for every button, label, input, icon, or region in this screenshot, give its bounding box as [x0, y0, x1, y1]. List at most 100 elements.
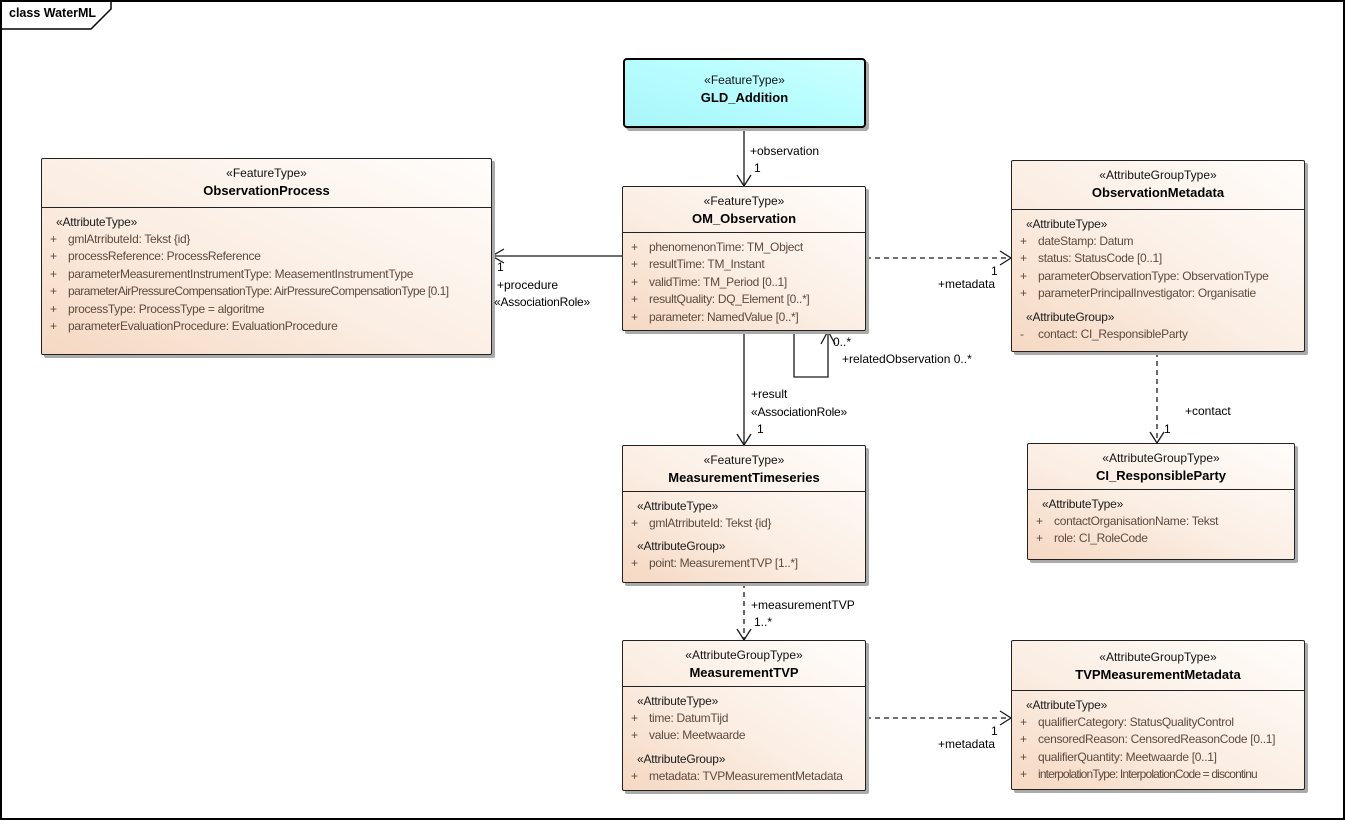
attribute-text: validTime: TM_Period [0..1] — [649, 274, 787, 289]
visibility: + — [631, 728, 638, 743]
connector-label-observation-role: +observation — [750, 144, 820, 158]
class-stereotype: «FeatureType» — [226, 166, 307, 180]
class-stereotype: «FeatureType» — [703, 453, 785, 467]
connector-label-procedure-mult: 1 — [497, 260, 504, 274]
visibility: + — [50, 232, 57, 246]
attribute-text: parameterPrincipalInvestigator: Organisa… — [1038, 286, 1256, 301]
connector-contact[interactable] — [1149, 352, 1165, 445]
attribute-row: +metadata: TVPMeasurementMetadata — [623, 768, 865, 785]
connector-procedure[interactable] — [490, 248, 622, 264]
attribute-compartment: «AttributeType» + gmlAtrributeId: Tekst {… — [42, 208, 491, 335]
class-name: ObservationMetadata — [1091, 185, 1225, 200]
visibility: + — [1036, 514, 1043, 528]
class-header: «AttributeGroupType» CI_ResponsibleParty — [1028, 444, 1294, 490]
attribute-row: +qualifierCategory: StatusQualityControl — [1012, 714, 1304, 731]
class-header: «AttributeGroupType» TVPMeasurementMetad… — [1012, 641, 1304, 691]
section-header: «AttributeType» — [1026, 217, 1108, 231]
visibility: + — [50, 318, 57, 333]
attribute-text: status: StatusCode [0..1] — [1038, 251, 1162, 266]
class-measurement-timeseries[interactable]: «FeatureType» MeasurementTimeseries «Att… — [622, 445, 866, 583]
attribute-text: resultTime: TM_Instant — [649, 257, 765, 272]
connector-observation[interactable] — [736, 128, 752, 188]
attribute-text: value: Meetwaarde — [649, 728, 746, 743]
attribute-text: censoredReason: CensoredReasonCode [0..1… — [1038, 732, 1276, 747]
class-observation-metadata[interactable]: «AttributeGroupType» ObservationMetadata… — [1011, 160, 1305, 352]
attribute-text: gmlAtrributeId: Tekst {id} — [649, 516, 772, 530]
attribute-text: processType: ProcessType = algoritme — [68, 301, 265, 316]
connector-related-observation[interactable] — [793, 329, 836, 378]
attribute-row: +role: CI_RoleCode — [1028, 530, 1294, 547]
attribute-row: +qualifierQuantity: Meetwaarde [0..1] — [1012, 749, 1304, 766]
attribute-row: + resultQuality: DQ_Element [0..*] — [623, 291, 865, 308]
connector-metadata-tvp[interactable] — [866, 710, 1013, 726]
section-header: «AttributeType» — [637, 499, 719, 513]
attribute-text: time: DatumTijd — [649, 711, 729, 725]
section-header: «AttributeType» — [56, 215, 138, 229]
attribute-row: +parameterObservationType: ObservationTy… — [1012, 268, 1304, 285]
connector-result[interactable] — [736, 331, 752, 447]
class-observation-process[interactable]: «FeatureType» ObservationProcess «Attrib… — [41, 158, 492, 355]
section-header: «AttributeGroup» — [637, 539, 726, 554]
attribute-row: +resultTime: TM_Instant — [623, 256, 865, 273]
connector-measurement-tvp[interactable] — [736, 583, 752, 642]
class-header: «FeatureType» GLD_Addition — [625, 60, 864, 107]
section-header: «AttributeGroup» — [637, 751, 726, 766]
attribute-row: + parameterMeasurementInstrumentType: Mea… — [42, 266, 491, 283]
visibility: + — [1020, 767, 1027, 782]
class-stereotype: «FeatureType» — [703, 194, 785, 208]
attribute-row: +validTime: TM_Period [0..1] — [623, 274, 865, 291]
class-name: MeasurementTVP — [689, 665, 799, 680]
connector-label-contact-role: +contact — [1185, 404, 1231, 418]
visibility: + — [50, 301, 57, 316]
class-stereotype: «AttributeGroupType» — [685, 648, 803, 662]
visibility: + — [50, 284, 57, 299]
visibility: - — [1020, 326, 1024, 341]
class-header: «FeatureType» ObservationProcess — [42, 159, 491, 208]
visibility: + — [631, 556, 638, 571]
connector-label-observation-mult: 1 — [754, 161, 761, 175]
attribute-text: contactOrganisationName: Tekst — [1054, 514, 1219, 528]
visibility: + — [631, 292, 638, 307]
attribute-row: +point: MeasurementTVP [1..*] — [623, 555, 865, 572]
section-header: «AttributeType» — [1042, 497, 1124, 511]
visibility: + — [631, 516, 638, 530]
class-name: MeasurementTimeseries — [668, 470, 820, 485]
class-measurement-tvp[interactable]: «AttributeGroupType» MeasurementTVP «Att… — [622, 640, 866, 791]
visibility: + — [1020, 732, 1027, 747]
visibility: + — [50, 266, 57, 281]
class-header: «FeatureType» OM_Observation — [623, 187, 865, 233]
visibility: + — [1020, 749, 1027, 764]
attribute-text: qualifierCategory: StatusQualityControl — [1038, 715, 1234, 729]
attribute-compartment: «AttributeType» + contactOrganisationName… — [1028, 490, 1294, 548]
attribute-row: + processType: ProcessType = algoritme — [42, 301, 491, 318]
attribute-row: +dateStamp: Datum — [1012, 233, 1304, 250]
attribute-text: parameterEvaluationProcedure: Evaluation… — [68, 318, 338, 333]
class-stereotype: «AttributeGroupType» — [1099, 168, 1217, 182]
attribute-text: gmlAtrributeId: Tekst {id} — [68, 232, 191, 246]
attribute-row: +time: DatumTijd — [623, 710, 865, 727]
class-om-observation[interactable]: «FeatureType» OM_Observation +phenomenon… — [622, 186, 866, 331]
section-header: «AttributeType» — [1026, 698, 1108, 712]
attribute-text: parameterAirPressureCompensationType: Ai… — [68, 284, 449, 299]
attribute-text: parameterObservationType: ObservationTyp… — [1038, 268, 1269, 283]
connector-label-result-mult: 1 — [757, 422, 764, 436]
attribute-row: +processReference: ProcessReference — [42, 248, 491, 265]
attribute-text: interpolationType: InterpolationCode = d… — [1038, 767, 1258, 782]
class-name: OM_Observation — [691, 211, 797, 226]
class-header: «AttributeGroupType» MeasurementTVP — [623, 641, 865, 687]
class-stereotype: «FeatureType» — [704, 73, 785, 87]
frame-tab-label: class WaterML — [9, 6, 97, 20]
attribute-text: resultQuality: DQ_Element [0..*] — [649, 292, 810, 307]
class-tvp-measurement-metadata[interactable]: «AttributeGroupType» TVPMeasurementMetad… — [1011, 640, 1305, 790]
class-gld-addition[interactable]: «FeatureType» GLD_Addition — [623, 58, 866, 128]
class-ci-responsible-party[interactable]: «AttributeGroupType» CI_ResponsibleParty… — [1027, 443, 1295, 560]
connector-metadata-om[interactable] — [866, 250, 1013, 266]
attribute-text: parameterMeasurementInstrumentType: Meas… — [68, 266, 414, 281]
attribute-text: contact: CI_ResponsibleParty — [1038, 326, 1188, 341]
attribute-text: dateStamp: Datum — [1038, 234, 1134, 248]
class-name: CI_ResponsibleParty — [1095, 468, 1227, 483]
connector-label-related-mult: 0..* — [833, 335, 852, 349]
connector-label-result-role: +result — [751, 387, 788, 401]
attribute-row: + contactOrganisationName: Tekst — [1028, 513, 1294, 530]
visibility: + — [631, 768, 638, 783]
